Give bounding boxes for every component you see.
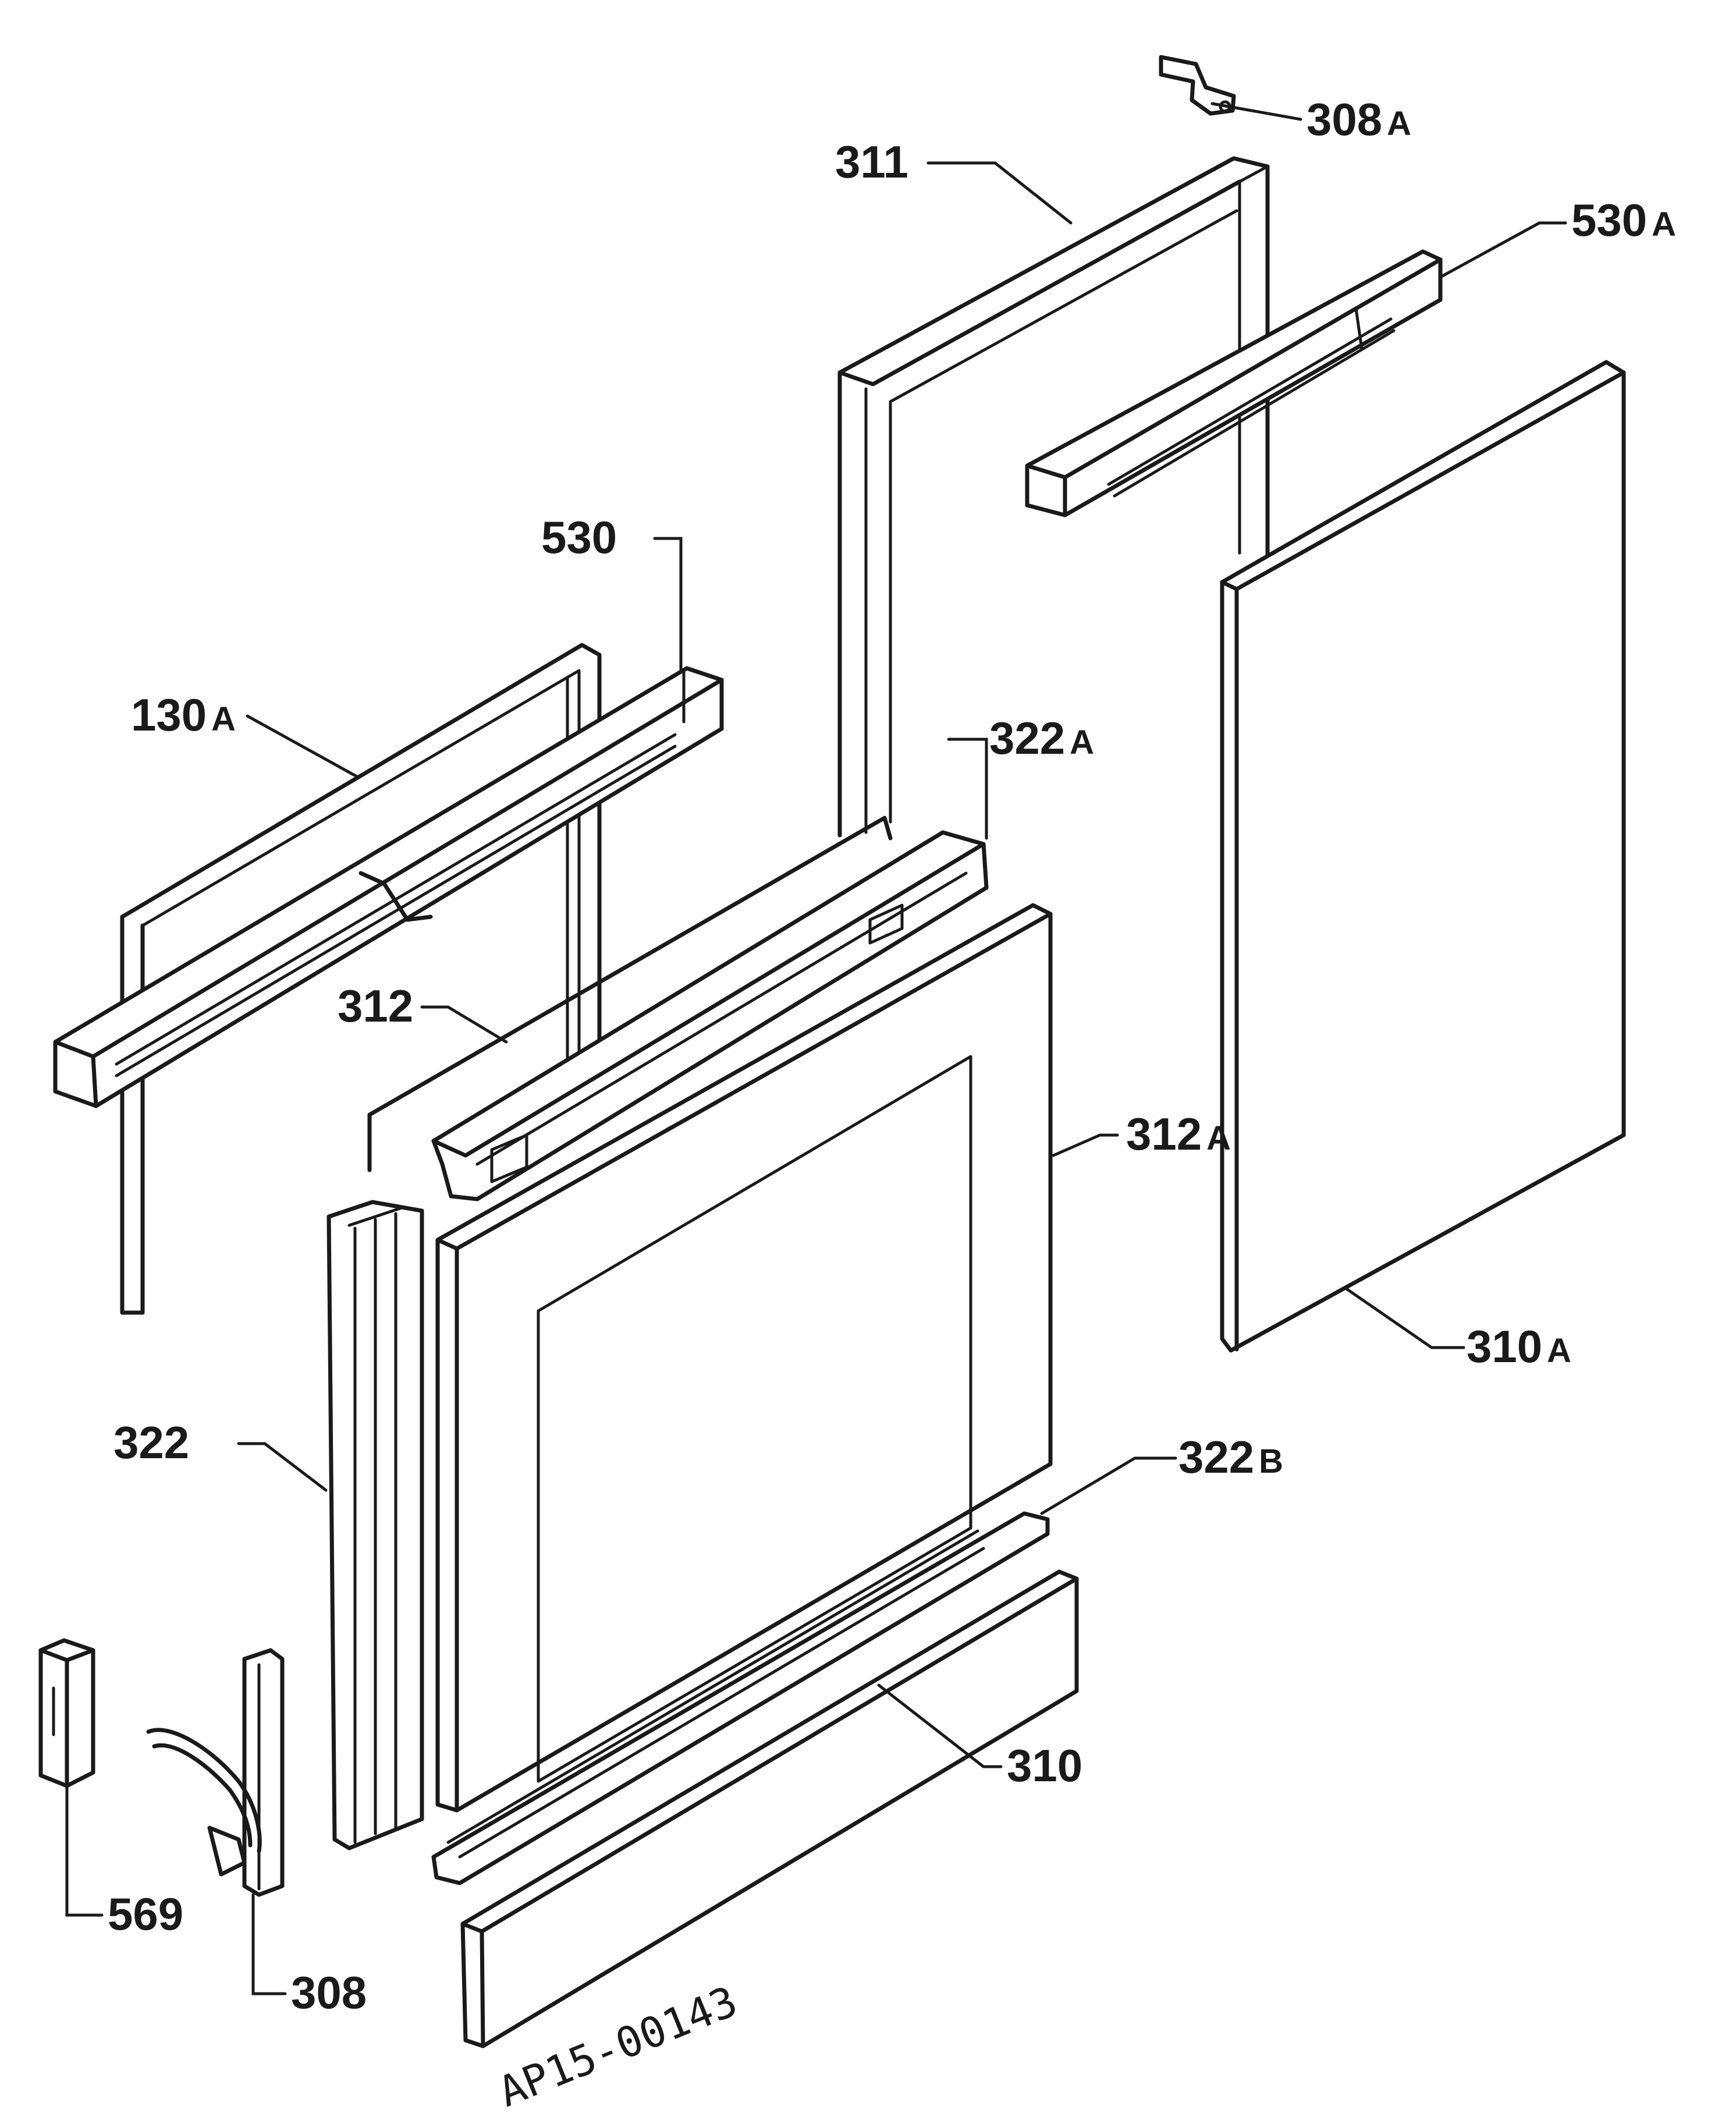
label-569: 569 [108,1888,183,1940]
label-310: 310 [1007,1740,1082,1791]
label-308: 308 [291,1967,367,2018]
handle-bar-530 [53,666,724,1108]
side-profile-322 [326,1200,424,1851]
handle-bar-530a [1025,249,1443,517]
clip-569 [38,1638,95,1788]
hinge-308 [146,1648,285,1897]
trim-profile-322a [431,830,989,1201]
label-322: 322 [113,1417,189,1468]
label-530: 530 [541,512,617,563]
leader-lines [65,102,1567,1995]
trim-profile-322b [431,1511,1050,1885]
label-311: 311 [835,136,908,187]
kick-panel-310 [460,1569,1079,2048]
inner-glass-312 [367,816,893,1172]
glass-panel-310a [1220,360,1626,1353]
label-312: 312 [338,980,413,1031]
front-glass-312a [435,903,1053,1813]
